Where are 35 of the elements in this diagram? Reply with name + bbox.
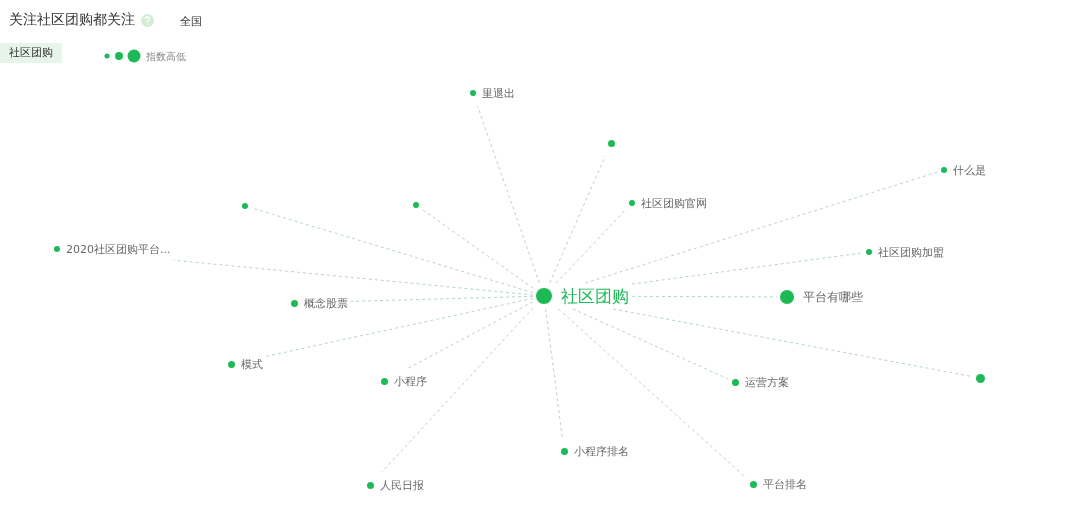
keyword-label: 2020社区团购平台... [66, 241, 171, 257]
connector-line [549, 155, 606, 284]
keyword-label: 平台有哪些 [803, 288, 863, 306]
keyword-label: 小程序 [393, 373, 427, 389]
keyword-label: 社区团购加盟 [878, 244, 944, 260]
keyword-tab: 社区团购 [0, 43, 62, 63]
connector-line [584, 171, 939, 284]
keyword-label: 小程序排名 [573, 443, 629, 459]
connector-line [555, 208, 627, 284]
connector-line [545, 308, 563, 439]
connector-line [631, 295, 778, 298]
connector-line [421, 208, 534, 289]
keyword-label: 模式 [240, 356, 263, 372]
keyword-label: 社区团购官网 [641, 195, 707, 211]
legend-label: 指数高低 [146, 50, 186, 64]
chart-title: 关注社区团购都关注 [9, 11, 135, 29]
keyword-label: 人民日报 [379, 477, 424, 493]
connector-line [381, 307, 534, 473]
keyword-label: 社区团购 [561, 284, 629, 308]
connector-line [612, 308, 973, 378]
connector-line [173, 259, 534, 296]
connector-line [572, 308, 729, 380]
keyword-label: 什么是 [953, 162, 986, 178]
connector-line [265, 297, 534, 357]
connector-line [407, 301, 534, 369]
keyword-label: 概念股票 [303, 295, 348, 311]
connector-line [250, 207, 534, 294]
keyword-label: 平台排名 [762, 476, 807, 492]
connector-line [631, 252, 864, 285]
keyword-label: 里退出 [482, 85, 515, 101]
connector-line [557, 308, 747, 479]
connector-line [350, 295, 534, 302]
connector-line [477, 105, 540, 284]
region-label: 全国 [180, 14, 202, 29]
keyword-label: 运营方案 [744, 374, 789, 390]
